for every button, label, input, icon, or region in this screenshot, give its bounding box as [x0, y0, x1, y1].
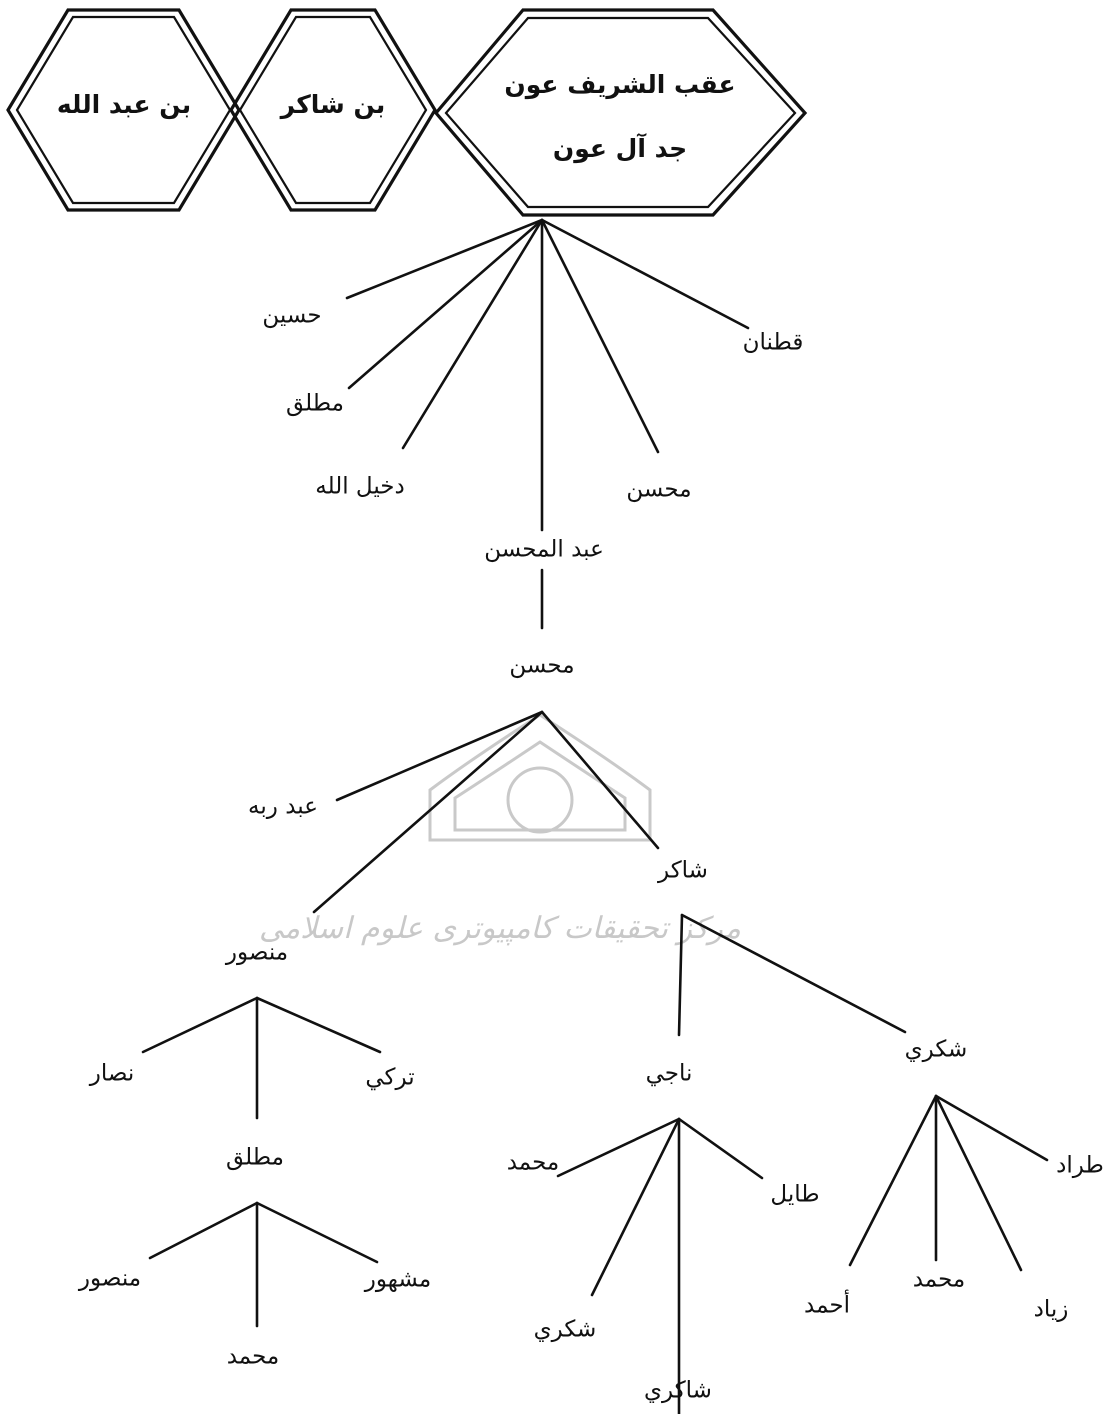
edge-shukri-tarrad [934, 1094, 1049, 1162]
watermark-text: مرکز تحقیقات کامپیوتری علوم اسلامی [259, 911, 741, 946]
edge-awn-husayn [345, 218, 544, 300]
edge-mutlaq-mansur [148, 1201, 259, 1260]
tree-edges [141, 218, 1049, 1414]
node-turki: تركي [365, 1065, 414, 1091]
node-dakhilallah: دخيل الله [315, 474, 404, 500]
edge-mutlaq-mashhur [255, 1201, 379, 1264]
node-qatnan: قطنان [743, 330, 804, 356]
edge-naji-muhammad [556, 1117, 681, 1178]
watermark-emblem-inner [453, 740, 627, 832]
watermark: مرکز تحقیقات کامپیوتری علوم اسلامی [259, 713, 741, 946]
hexagon-main-title: عقب الشريف عون جد آل عون [433, 8, 808, 217]
node-naji: ناجي [646, 1061, 693, 1087]
node-shukri-son-of-naji: شكري [534, 1317, 597, 1343]
hexagon-outer-border [229, 8, 437, 212]
node-muhammad-son-of-mutlaq: محمد [227, 1344, 280, 1370]
node-ahmad: أحمد [804, 1290, 850, 1319]
node-shakir: شاكر [657, 858, 708, 884]
node-mansur: منصور [225, 940, 288, 966]
hexagon-outer-border [433, 8, 808, 217]
main-title-line2: جد آل عون [553, 133, 687, 164]
hexagon-branch-abdullah: بن عبد الله [6, 8, 241, 212]
node-ziyad: زياد [1034, 1297, 1069, 1323]
node-mutlaq: مطلق [286, 391, 344, 417]
edge-naji-shukri [590, 1117, 681, 1297]
node-abd-almuhsin: عبد المحسن [484, 537, 604, 563]
edge-mansur-turki [255, 996, 382, 1054]
tree-nodes: حسين مطلق دخيل الله عبد المحسن محسن قطنا… [78, 303, 1104, 1404]
edge-shakir-naji [677, 913, 684, 1037]
hexagon-inner-border [444, 16, 797, 209]
node-shakiri: شاكري [644, 1378, 712, 1404]
node-nassar: نصار [89, 1061, 134, 1087]
node-tayil: طايل [770, 1182, 819, 1208]
edge-shukri-ziyad [934, 1094, 1023, 1272]
node-mansur-son-of-mutlaq: منصور [78, 1266, 141, 1292]
node-abd-rabbih: عبد ربه [248, 794, 318, 820]
node-muhsin: محسن [509, 653, 574, 679]
branch-shakir-label: بن شاكر [279, 90, 386, 120]
node-mutlaq-son-of-mansur: مطلق [226, 1145, 284, 1171]
node-tarrad: طراد [1056, 1153, 1104, 1179]
main-title-line1: عقب الشريف عون [504, 70, 735, 100]
edge-mansur-nassar [141, 996, 259, 1054]
node-muhsin-son-of-awn: محسن [626, 477, 691, 503]
edge-awn-mutlaq [347, 218, 544, 390]
hexagon-branch-shakir: بن شاكر [229, 8, 437, 212]
watermark-emblem-star [506, 766, 574, 834]
edge-muhsin-abd-rabbih [335, 710, 544, 802]
branch-abdullah-label: بن عبد الله [57, 90, 191, 120]
node-shukri: شكري [905, 1037, 968, 1063]
node-muhammad-son-of-shukri: محمد [913, 1267, 966, 1293]
edge-shukri-ahmad [848, 1094, 938, 1267]
hexagon-inner-border [238, 15, 428, 205]
edge-naji-tayil [677, 1117, 764, 1180]
edge-awn-qatnan [540, 218, 750, 330]
edge-muhsin-shakir [540, 710, 660, 850]
edge-awn-dakhilallah [401, 218, 544, 450]
node-husayn: حسين [262, 303, 321, 329]
edge-shakir-shukri [680, 913, 907, 1034]
watermark-emblem [428, 713, 652, 842]
node-muhammad-son-of-naji: محمد [507, 1150, 560, 1176]
node-mashhur: مشهور [364, 1267, 431, 1293]
edge-awn-muhsin [540, 218, 660, 454]
edge-muhsin-mansur [312, 710, 544, 914]
